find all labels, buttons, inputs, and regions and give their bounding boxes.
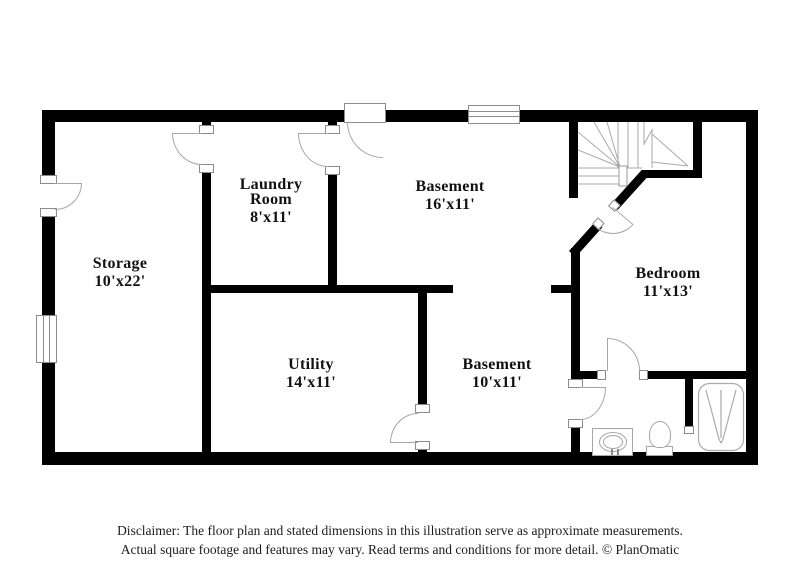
room-label-basement-10: Basement 10'x11'	[437, 356, 557, 391]
room-dimensions: 14'x11'	[285, 374, 337, 391]
door-jamb	[568, 379, 583, 388]
toilet	[649, 421, 671, 448]
opening-bedroom-door	[605, 371, 640, 379]
door-jamb	[639, 370, 648, 380]
room-label-basement-16: Basement 16'x11'	[390, 178, 510, 213]
room-dimensions: 10'x22'	[94, 273, 146, 290]
window-pane-line	[49, 316, 50, 362]
door-jamb	[415, 404, 430, 413]
room-dimensions: 16'x11'	[424, 196, 476, 213]
door-arc-storage-laundry	[172, 133, 202, 165]
room-name: Basement	[462, 356, 532, 373]
wall-bedroom-south	[578, 371, 758, 379]
opening-laundry-basement	[328, 133, 337, 167]
door-jamb	[325, 166, 340, 175]
door-arc-bedroom-south	[607, 338, 640, 371]
wall-stair-west	[569, 122, 578, 198]
door-arc-bathroom	[580, 387, 606, 420]
wall-laundry-east	[328, 122, 337, 293]
window-pane-line	[469, 111, 519, 112]
room-dimensions: 10'x11'	[471, 374, 523, 391]
opening-utility-door	[418, 412, 427, 442]
room-name: Bedroom	[635, 265, 701, 282]
door-arc-top-entry	[347, 122, 383, 158]
door-jamb	[568, 419, 583, 428]
room-name: Laundry Room	[239, 176, 303, 208]
door-arc-exterior-left	[55, 183, 82, 210]
wall-utility-east	[418, 293, 427, 452]
room-label-storage: Storage 10'x22'	[55, 255, 185, 290]
room-name: Basement	[415, 178, 485, 195]
staircase	[578, 122, 696, 194]
room-label-utility: Utility 14'x11'	[251, 356, 371, 391]
door-arc-utility	[390, 413, 418, 443]
door-frame-top-entry	[344, 103, 386, 123]
sink-basin	[603, 435, 623, 449]
opening-storage-laundry	[202, 133, 211, 165]
door-arc-laundry-basement	[298, 133, 328, 167]
wall-bath-divider	[685, 379, 693, 427]
room-name: Storage	[92, 255, 148, 272]
window-top-wall	[468, 105, 520, 124]
wall-basement10-east	[571, 248, 580, 452]
door-jamb	[40, 175, 57, 184]
wall-mid-stub	[551, 285, 580, 293]
room-label-bedroom: Bedroom 11'x13'	[608, 265, 728, 300]
room-dimensions: 11'x13'	[642, 283, 694, 300]
sink-faucet	[611, 449, 613, 455]
window-left-wall	[36, 315, 57, 363]
door-jamb	[415, 441, 430, 450]
room-dimensions: 8'x11'	[250, 209, 292, 226]
door-jamb	[597, 370, 606, 380]
door-jamb	[199, 125, 214, 134]
door-jamb	[40, 208, 57, 217]
door-jamb	[325, 125, 340, 134]
room-label-laundry: Laundry Room 8'x11'	[224, 176, 318, 226]
opening-exterior-left	[42, 183, 55, 209]
bathtub	[697, 382, 745, 453]
opening-bath-door	[571, 387, 580, 420]
window-pane-line	[43, 316, 44, 362]
wall-outer-right	[746, 110, 758, 465]
wall-outer-bottom	[42, 452, 758, 465]
disclaimer: Disclaimer: The floor plan and stated di…	[0, 522, 800, 559]
door-jamb	[199, 164, 214, 173]
sink-faucet	[617, 449, 619, 455]
door-jamb	[684, 426, 694, 434]
disclaimer-line-2: Actual square footage and features may v…	[120, 541, 680, 557]
disclaimer-line-1: Disclaimer: The floor plan and stated di…	[117, 523, 683, 538]
wall-outer-left	[42, 110, 55, 465]
wall-outer-top	[42, 110, 758, 122]
door-arc-bedroom-diagonal	[595, 207, 634, 246]
room-name: Utility	[288, 356, 334, 373]
window-pane-line	[469, 116, 519, 117]
wall-stair-east	[693, 122, 702, 178]
wall-mid-horizontal	[202, 285, 453, 293]
wall-stair-south	[642, 170, 702, 178]
